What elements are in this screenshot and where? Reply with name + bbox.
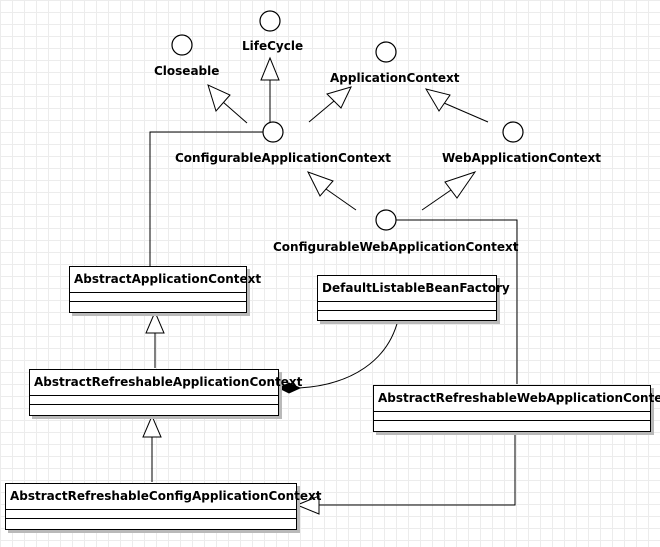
- configurable-web-application-context-label: ConfigurableWebApplicationContext: [273, 240, 519, 254]
- class-name: AbstractRefreshableConfigApplicationCont…: [6, 484, 321, 510]
- generalization-line: [325, 188, 357, 211]
- generalization-arrowhead: [145, 310, 165, 334]
- application-context-interface-icon[interactable]: [375, 41, 397, 63]
- abstract-refreshable-config-application-context-class[interactable]: AbstractRefreshableConfigApplicationCont…: [5, 483, 321, 530]
- generalization-arrowhead: [326, 86, 352, 109]
- realization-line: [149, 131, 263, 266]
- generalization-arrowhead: [306, 171, 334, 197]
- generalization-arrowhead: [207, 84, 231, 113]
- configurable-application-context-interface-icon[interactable]: [262, 121, 284, 143]
- web-application-context-interface-icon[interactable]: [502, 121, 524, 143]
- class-name: DefaultListableBeanFactory: [318, 276, 510, 302]
- default-listable-bean-factory-class[interactable]: DefaultListableBeanFactory: [317, 275, 510, 321]
- attributes-section: [318, 302, 496, 311]
- attributes-section: [6, 510, 296, 519]
- lifecycle-interface-icon[interactable]: [259, 10, 281, 32]
- generalization-arrowhead: [295, 495, 320, 515]
- generalization-line: [308, 100, 335, 123]
- generalization-line: [222, 101, 248, 124]
- generalization-line: [319, 431, 516, 506]
- application-context-label: ApplicationContext: [330, 71, 460, 85]
- lifecycle-label: LifeCycle: [242, 39, 303, 53]
- operations-section: [318, 311, 496, 320]
- generalization-line: [421, 189, 452, 211]
- generalization-arrowhead: [260, 56, 280, 81]
- attributes-section: [374, 412, 650, 421]
- closeable-interface-icon[interactable]: [171, 34, 193, 56]
- generalization-arrowhead: [424, 88, 451, 112]
- generalization-arrowhead: [142, 414, 162, 438]
- operations-section: [6, 519, 296, 528]
- composition-line: [298, 319, 399, 389]
- operations-section: [374, 421, 650, 430]
- web-application-context-label: WebApplicationContext: [442, 151, 601, 165]
- attributes-section: [70, 293, 246, 302]
- closeable-label: Closeable: [154, 64, 219, 78]
- generalization-arrowhead: [444, 171, 477, 199]
- composition-diamond: [277, 382, 302, 394]
- abstract-refreshable-application-context-class[interactable]: AbstractRefreshableApplicationContext: [29, 369, 302, 416]
- class-name: AbstractRefreshableWebApplicationContext: [374, 386, 660, 412]
- operations-section: [70, 302, 246, 311]
- abstract-application-context-class[interactable]: AbstractApplicationContext: [69, 266, 261, 313]
- configurable-application-context-label: ConfigurableApplicationContext: [175, 151, 391, 165]
- class-name: AbstractRefreshableApplicationContext: [30, 370, 302, 396]
- realization-line: [396, 219, 518, 384]
- abstract-refreshable-web-application-context-class[interactable]: AbstractRefreshableWebApplicationContext: [373, 385, 660, 432]
- configurable-web-application-context-interface-icon[interactable]: [375, 209, 397, 231]
- operations-section: [30, 405, 278, 414]
- attributes-section: [30, 396, 278, 405]
- class-name: AbstractApplicationContext: [70, 267, 261, 293]
- generalization-line: [443, 102, 489, 123]
